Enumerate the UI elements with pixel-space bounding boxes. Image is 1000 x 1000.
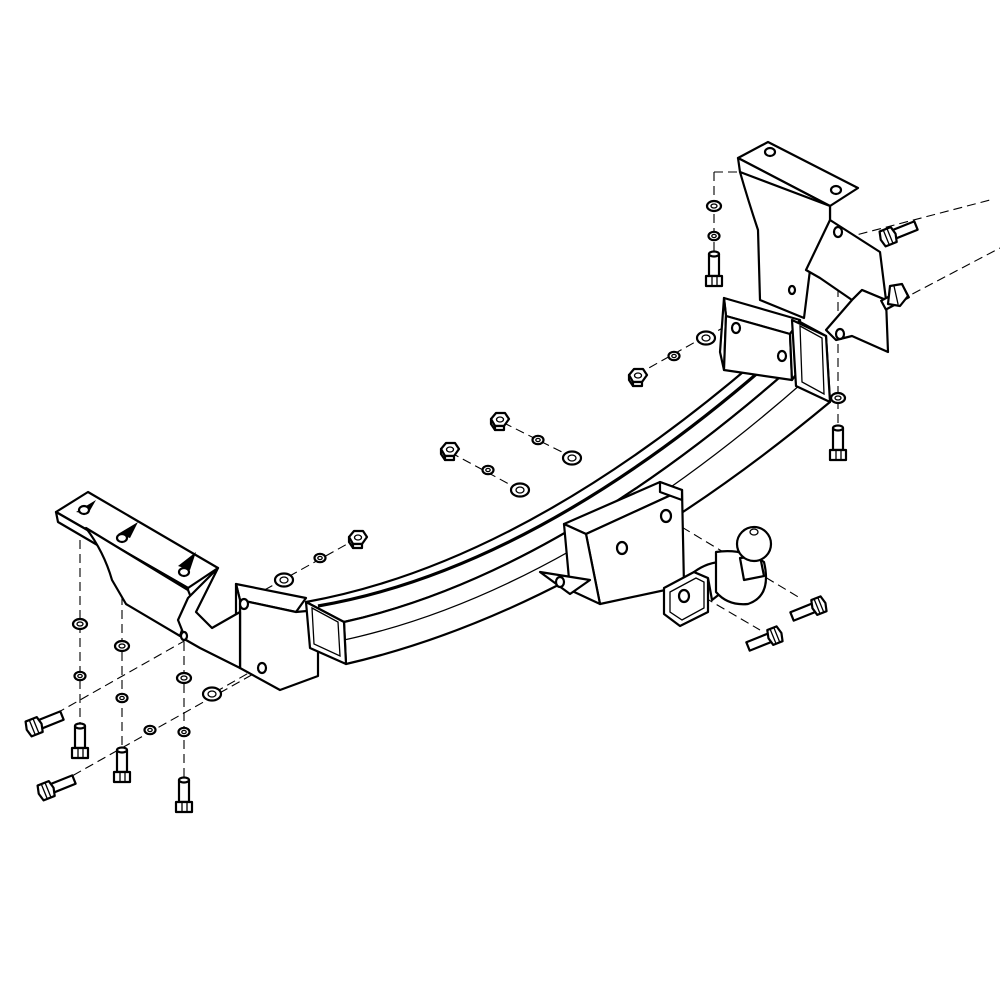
- bolt: [70, 722, 90, 760]
- washer: [705, 199, 723, 213]
- bolt: [876, 220, 919, 249]
- threaded-bolt: [880, 282, 910, 311]
- nut: [627, 367, 649, 388]
- bolt: [704, 250, 724, 288]
- washer: [273, 572, 295, 588]
- left-side-bracket: [54, 490, 242, 670]
- bolt: [112, 746, 132, 784]
- bolt: [745, 624, 786, 652]
- bolt: [174, 776, 194, 814]
- washer: [829, 391, 847, 405]
- right-beam-end-plate: [718, 296, 832, 404]
- hardware: [22, 199, 919, 814]
- spring-washer: [667, 350, 681, 362]
- nut: [489, 411, 511, 432]
- washer: [695, 330, 717, 346]
- spring-washer: [531, 434, 545, 446]
- spring-washer: [707, 230, 721, 242]
- washer: [509, 482, 531, 498]
- spring-washer: [115, 692, 129, 704]
- receiver-mount: [538, 480, 686, 606]
- spring-washer: [177, 726, 191, 738]
- washer: [561, 450, 583, 466]
- spring-washer: [73, 670, 87, 682]
- washer: [113, 639, 131, 653]
- bolt: [789, 594, 830, 622]
- washer: [201, 686, 223, 702]
- nut: [347, 529, 369, 550]
- bolt: [22, 710, 65, 739]
- spring-washer: [313, 552, 327, 564]
- washer: [175, 671, 193, 685]
- tow-ball: [714, 525, 773, 606]
- washer: [71, 617, 89, 631]
- spring-washer: [481, 464, 495, 476]
- bolt: [34, 774, 77, 803]
- spring-washer: [143, 724, 157, 736]
- bolt: [828, 424, 848, 462]
- right-side-bracket: [736, 140, 890, 354]
- nut: [439, 441, 461, 462]
